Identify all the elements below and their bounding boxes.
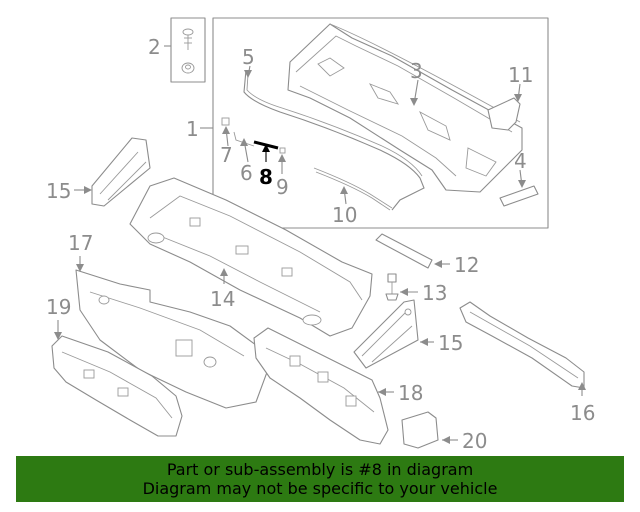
part-10-tube xyxy=(313,167,393,209)
callout-16: 16 xyxy=(570,401,595,425)
callout-12: 12 xyxy=(454,253,479,277)
info-banner: Part or sub-assembly is #8 in diagram Di… xyxy=(16,456,624,502)
callout-5: 5 xyxy=(242,45,255,69)
callout-17: 17 xyxy=(68,231,93,255)
part-14-cowl-upper xyxy=(129,177,373,337)
banner-line-1: Part or sub-assembly is #8 in diagram xyxy=(166,460,474,479)
part-5-hose-inner xyxy=(246,73,423,177)
arrowheads xyxy=(54,70,586,444)
part-18-crossmember xyxy=(253,327,389,445)
part-10-tube-inner xyxy=(315,171,391,211)
part-16-rail xyxy=(459,301,585,389)
callout-14: 14 xyxy=(210,287,235,311)
callout-6: 6 xyxy=(240,161,253,185)
callout-15-left: 15 xyxy=(46,179,71,203)
callout-1: 1 xyxy=(186,117,199,141)
callout-9: 9 xyxy=(276,175,289,199)
part-9-clip xyxy=(279,147,286,154)
part-15-right-hole xyxy=(404,308,412,316)
part-15-bracket-right xyxy=(353,299,419,369)
part-15-bracket-left xyxy=(91,137,151,207)
part-12-bracket xyxy=(375,233,433,269)
part-11-bracket xyxy=(487,97,521,131)
part-5-hose xyxy=(243,69,425,211)
part-15-left-detail xyxy=(99,151,147,201)
part-7-clip xyxy=(221,117,230,126)
callout-2: 2 xyxy=(148,35,161,59)
callout-15-right: 15 xyxy=(438,331,463,355)
callout-10: 10 xyxy=(332,203,357,227)
callout-19: 19 xyxy=(46,295,71,319)
part-6-hose xyxy=(233,131,255,147)
part-20-bracket xyxy=(401,411,439,449)
callout-11: 11 xyxy=(508,63,533,87)
callout-labels: 1 2 3 4 5 6 7 8 9 10 11 12 13 14 15 15 1… xyxy=(46,35,595,453)
banner-line-2: Diagram may not be specific to your vehi… xyxy=(142,479,498,498)
callout-7: 7 xyxy=(220,143,233,167)
callout-8: 8 xyxy=(259,165,273,189)
part-13-bolt xyxy=(385,273,399,301)
part-19-member xyxy=(51,335,183,437)
part-2-fasteners xyxy=(181,28,195,74)
callout-13: 13 xyxy=(422,281,447,305)
callout-20: 20 xyxy=(462,429,487,453)
callout-18: 18 xyxy=(398,381,423,405)
part-3-cowl-panel xyxy=(287,23,523,193)
callout-3: 3 xyxy=(410,59,423,83)
part-4-seal xyxy=(499,185,539,207)
callout-4: 4 xyxy=(514,149,527,173)
part-15-right-detail xyxy=(361,311,413,363)
part-16-detail xyxy=(469,311,579,379)
fastener-inset-box xyxy=(170,17,206,83)
